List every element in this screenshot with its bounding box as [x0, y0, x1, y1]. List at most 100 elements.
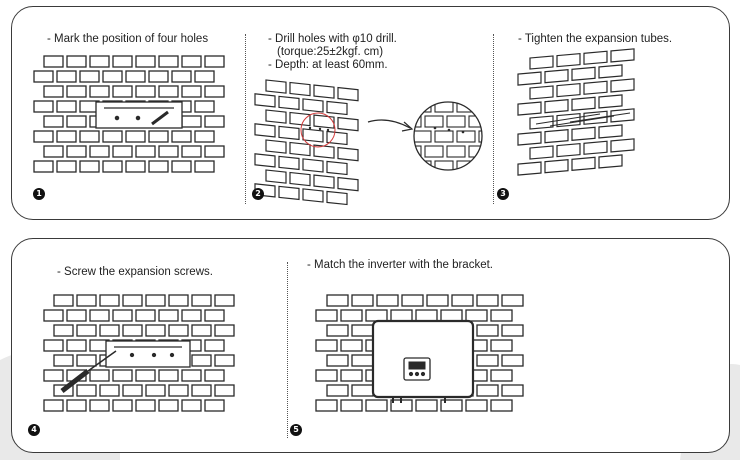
brick [351, 324, 374, 337]
brick [148, 160, 169, 173]
brick [122, 324, 143, 337]
brick [414, 160, 432, 170]
brick [66, 115, 87, 128]
brick [544, 129, 569, 144]
brick [501, 384, 524, 397]
brick [112, 145, 133, 158]
brick [465, 309, 488, 322]
brick [76, 384, 97, 397]
brick [501, 294, 524, 307]
brick [337, 116, 359, 132]
brick [426, 294, 449, 307]
brick [112, 85, 133, 98]
brick [278, 125, 300, 141]
brick [89, 85, 110, 98]
brick [204, 115, 225, 128]
mounting-bracket [95, 101, 183, 129]
brick [125, 70, 146, 83]
brick [351, 384, 374, 397]
brick [476, 384, 499, 397]
brick [158, 399, 179, 412]
brick-wall-step5 [315, 294, 524, 412]
brick [265, 139, 287, 154]
brick [265, 169, 287, 184]
brick [56, 70, 77, 83]
brick [265, 79, 287, 94]
brick [278, 155, 300, 171]
brick [214, 324, 235, 337]
brick [544, 159, 569, 174]
brick [204, 309, 225, 322]
brick [517, 131, 542, 146]
brick [66, 339, 87, 352]
brick [145, 384, 166, 397]
brick [214, 354, 235, 367]
brick [302, 128, 324, 143]
screwdriver-icon [60, 350, 117, 393]
brick [43, 115, 64, 128]
brick [79, 130, 100, 143]
brick [583, 50, 608, 65]
brick [181, 369, 202, 382]
brick [148, 130, 169, 143]
brick [135, 145, 156, 158]
brick [610, 138, 635, 153]
brick [181, 85, 202, 98]
brick [254, 93, 276, 108]
brick [390, 309, 413, 322]
brick [326, 160, 348, 176]
brick [571, 156, 596, 171]
brick [158, 85, 179, 98]
brick [43, 85, 64, 98]
brick [214, 384, 235, 397]
expansion-tubes [535, 112, 631, 127]
brick [434, 102, 454, 113]
brick [414, 102, 432, 113]
step-1-badge: 1 [33, 188, 45, 200]
brick [191, 324, 212, 337]
brick [315, 399, 338, 412]
brick [289, 111, 311, 127]
step1-instruction: - Mark the position of four holes [47, 33, 209, 45]
brick [440, 399, 463, 412]
brick [79, 70, 100, 83]
brick [145, 294, 166, 307]
brick [365, 309, 388, 322]
brick [583, 80, 608, 95]
brick [122, 384, 143, 397]
brick [171, 70, 192, 83]
brick [214, 294, 235, 307]
brick [158, 55, 179, 68]
brick [478, 130, 482, 143]
brick [168, 324, 189, 337]
brick [53, 294, 74, 307]
brick [289, 141, 311, 157]
brick [415, 309, 438, 322]
brick [112, 369, 133, 382]
brick [125, 160, 146, 173]
brick [204, 399, 225, 412]
brick [43, 399, 64, 412]
brick [112, 399, 133, 412]
brick [351, 294, 374, 307]
brick [544, 99, 569, 114]
brick [289, 81, 311, 97]
brick [434, 130, 454, 143]
brick [181, 399, 202, 412]
brick [598, 94, 623, 109]
brick [340, 339, 363, 352]
step-4-badge: 4 [28, 424, 40, 436]
brick [571, 96, 596, 111]
brick [313, 84, 335, 99]
brick [171, 130, 192, 143]
brick [56, 130, 77, 143]
brick [191, 354, 212, 367]
brick [89, 369, 110, 382]
brick [194, 100, 215, 113]
brick [610, 48, 635, 63]
brick [556, 82, 581, 98]
brick [340, 309, 363, 322]
divider-4-5 [287, 262, 288, 438]
brick [158, 309, 179, 322]
drill-area-highlight [300, 112, 336, 148]
